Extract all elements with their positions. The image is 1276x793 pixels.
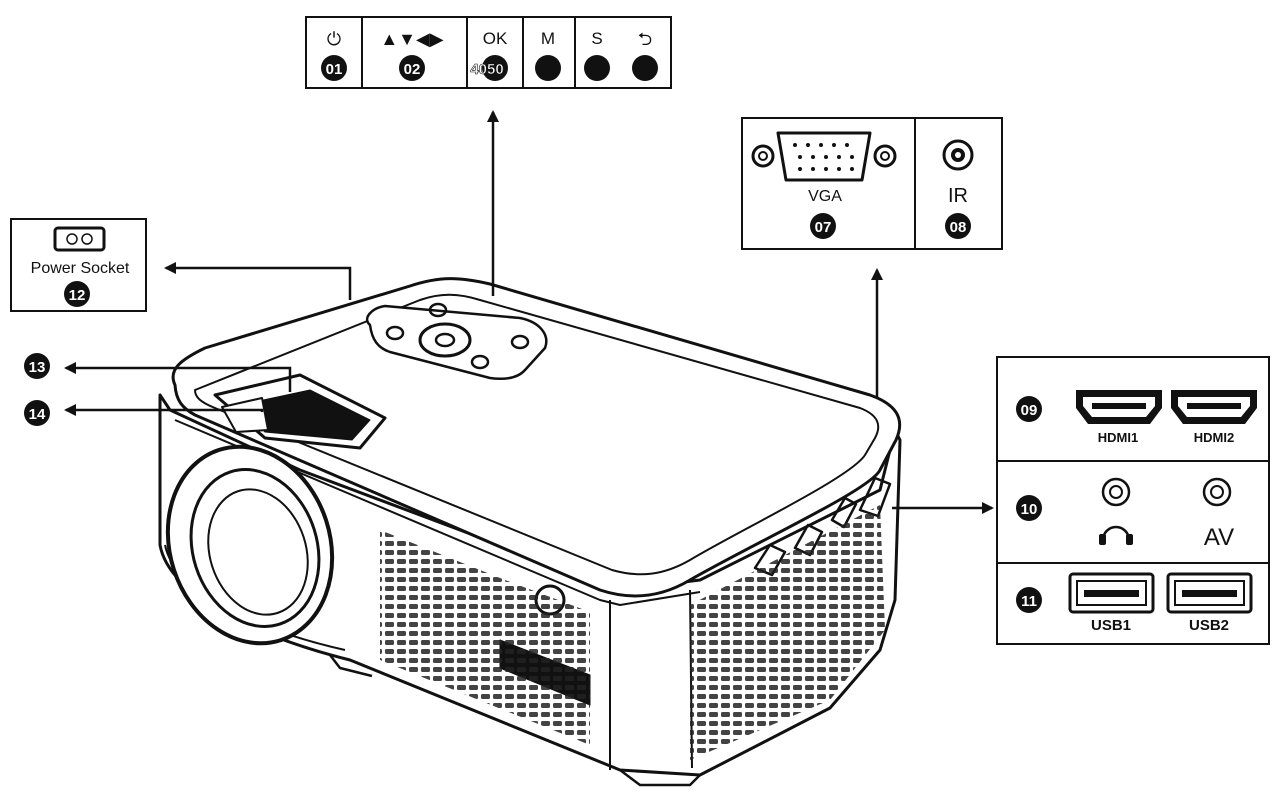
badge-13: 13	[24, 353, 50, 379]
front-vent-grille	[380, 530, 590, 745]
ir-label: IR	[948, 185, 968, 207]
badge-02: 02	[399, 55, 425, 81]
badge-11: 11	[1016, 587, 1042, 613]
hdmi2-label: HDMI2	[1194, 430, 1234, 445]
badge-12: 12	[64, 281, 90, 307]
svg-text:13: 13	[29, 359, 46, 376]
badge-4050: 4050	[470, 55, 508, 81]
power-socket-box: Power Socket 12	[10, 218, 147, 312]
badge-01: 01	[321, 55, 347, 81]
svg-text:08: 08	[950, 219, 967, 236]
power-socket-icon	[53, 226, 106, 252]
control-panel: ⏻ ▲▼◀▶ OK M S ⮌ 01 02 4050	[305, 16, 672, 89]
badge-09: 09	[1016, 396, 1042, 422]
svg-text:12: 12	[69, 287, 86, 304]
av-label: AV	[1204, 524, 1234, 551]
source-button-dot	[584, 55, 610, 81]
usb1-label: USB1	[1091, 617, 1131, 634]
svg-text:14: 14	[29, 406, 46, 423]
hdmi1-port-icon	[1076, 390, 1162, 424]
source-label: S	[591, 29, 602, 48]
hdmi2-port-icon	[1171, 390, 1257, 424]
side-vent-grille	[690, 505, 885, 760]
rear-ports-panel: 09 HDMI1 HDMI2 10	[996, 356, 1270, 645]
svg-text:09: 09	[1021, 402, 1038, 419]
svg-text:01: 01	[326, 61, 343, 78]
ok-label: OK	[483, 29, 508, 48]
svg-text:02: 02	[404, 61, 421, 78]
power-icon: ⏻	[327, 29, 341, 49]
hdmi1-label: HDMI1	[1098, 430, 1138, 445]
svg-text:11: 11	[1021, 593, 1037, 610]
usb1-port-icon	[1068, 572, 1155, 614]
navigation-arrows-label: ▲▼◀▶	[380, 29, 443, 49]
back-icon: ⮌	[638, 29, 652, 49]
headphone-icon	[1099, 525, 1133, 545]
headphone-jack-icon	[1101, 477, 1131, 507]
svg-text:07: 07	[815, 219, 832, 236]
badge-08: 08	[945, 213, 971, 239]
usb2-label: USB2	[1189, 617, 1229, 634]
back-button-dot	[632, 55, 658, 81]
usb2-port-icon	[1166, 572, 1253, 614]
menu-label: M	[541, 29, 555, 48]
menu-button-dot	[535, 55, 561, 81]
callout-arrows	[64, 110, 994, 514]
badge-14: 14	[24, 400, 50, 426]
vga-ir-panel: VGA 07 IR 08	[741, 117, 1003, 250]
power-socket-label: Power Socket	[31, 260, 130, 277]
ir-receiver-icon	[942, 139, 974, 171]
badge-07: 07	[810, 213, 836, 239]
av-jack-icon	[1202, 477, 1232, 507]
svg-text:4050: 4050	[470, 61, 503, 78]
svg-text:10: 10	[1021, 501, 1038, 518]
badge-10: 10	[1016, 495, 1042, 521]
vga-label: VGA	[808, 188, 842, 205]
vga-port-icon	[751, 131, 897, 182]
